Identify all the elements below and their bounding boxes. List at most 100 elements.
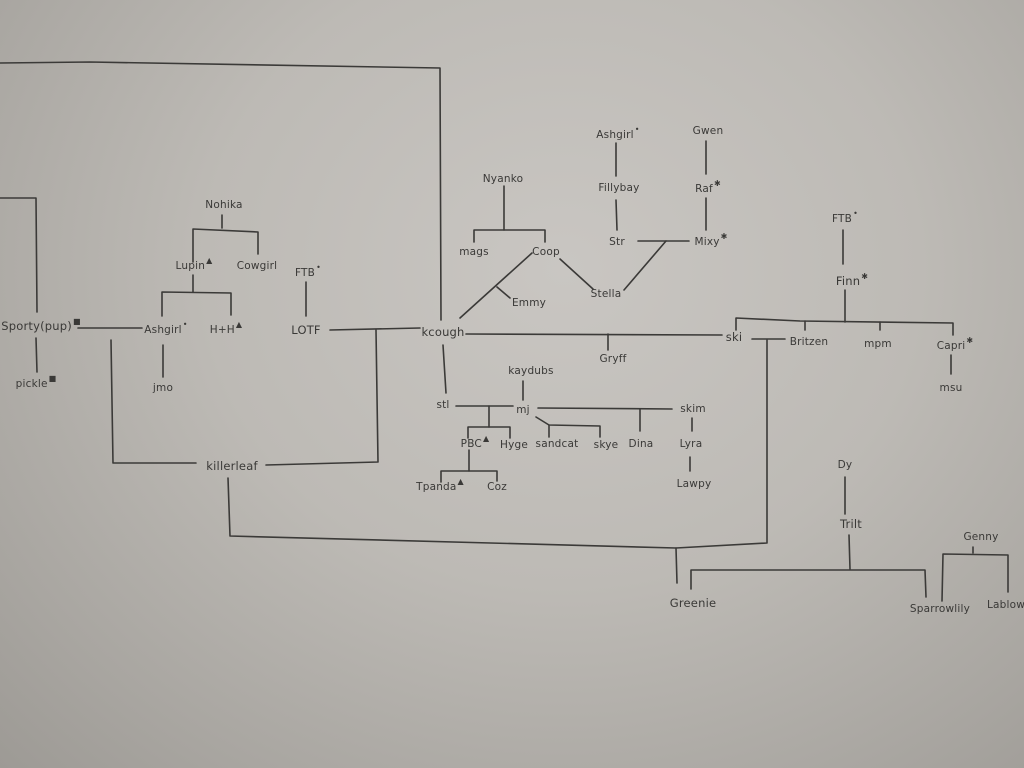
tree-node-sporty: Sporty(pup)■ bbox=[1, 317, 81, 333]
tree-node-cowgirl: Cowgirl bbox=[237, 260, 278, 272]
tree-node-ski: ski bbox=[726, 330, 742, 344]
tree-node-lablow: Lablow bbox=[987, 599, 1024, 611]
tree-node-stl: stl bbox=[436, 399, 449, 411]
node-label: Gryff bbox=[599, 353, 627, 365]
node-label: Nohika bbox=[205, 199, 243, 211]
tree-node-gryff: Gryff bbox=[599, 353, 626, 365]
star-marker-icon: ✱ bbox=[720, 232, 728, 241]
tree-node-fillybay: Fillybay bbox=[598, 182, 639, 194]
tree-node-lotf: LOTF bbox=[291, 323, 321, 337]
node-label: skye bbox=[593, 439, 619, 451]
tree-node-lyra: Lyra bbox=[680, 438, 703, 450]
tree-node-nyanko: Nyanko bbox=[483, 173, 524, 185]
tree-node-lawpy: Lawpy bbox=[677, 478, 712, 490]
node-label: Lyra bbox=[679, 438, 703, 450]
tree-node-trilt: Trilt bbox=[840, 517, 862, 531]
node-label: Capri bbox=[936, 340, 966, 352]
tree-node-gwen: Gwen bbox=[693, 125, 724, 137]
connector-sporty-pickle bbox=[35, 337, 38, 373]
connector-coop-kcough bbox=[459, 252, 533, 319]
tree-node-nohika: Nohika bbox=[205, 199, 242, 211]
node-label: Dina bbox=[628, 438, 654, 450]
node-label: Raf bbox=[695, 183, 713, 195]
node-label: Cowgirl bbox=[236, 260, 278, 272]
node-label: Fillybay bbox=[598, 182, 640, 194]
tree-node-emmy: Emmy bbox=[512, 297, 546, 309]
tree-node-britzen: Britzen bbox=[790, 336, 829, 348]
node-label: stl bbox=[436, 399, 450, 411]
tree-node-lupin: Lupin▲ bbox=[175, 256, 213, 272]
triangle-marker-icon: ▲ bbox=[235, 320, 243, 329]
tree-node-hyge: Hyge bbox=[500, 439, 528, 451]
tree-node-mixy: Mixy✱ bbox=[694, 232, 727, 248]
node-label: Mixy bbox=[694, 236, 720, 248]
star-marker-icon: ✱ bbox=[713, 179, 721, 188]
node-label: Sporty(pup) bbox=[1, 319, 72, 333]
connector-genny-children bbox=[941, 553, 1009, 602]
connector-trilt-stem bbox=[848, 534, 851, 570]
tree-node-dy: Dy bbox=[838, 459, 853, 471]
connector-mj-children bbox=[535, 416, 601, 438]
star-marker-icon: ✱ bbox=[861, 272, 869, 281]
triangle-marker-icon: ▲ bbox=[457, 477, 464, 486]
connector-lotf-kcough bbox=[329, 327, 421, 331]
node-label: Lupin bbox=[175, 260, 206, 272]
node-label: Lablow bbox=[986, 599, 1024, 611]
connector-greenie-stem bbox=[675, 547, 678, 584]
connector-kcough-ski bbox=[465, 333, 723, 336]
tree-node-pbc: PBC▲ bbox=[461, 434, 490, 450]
connector-trilt-children bbox=[690, 569, 927, 598]
connector-lotf-kcough-child bbox=[265, 329, 379, 466]
tree-node-coop: Coop bbox=[532, 246, 560, 258]
connector-finn-children bbox=[735, 317, 954, 336]
dot-marker-icon: • bbox=[853, 209, 858, 218]
node-label: Str bbox=[609, 236, 625, 248]
star-marker-icon: ✱ bbox=[966, 336, 974, 345]
square-marker-icon: ■ bbox=[48, 374, 57, 383]
node-label: Britzen bbox=[789, 336, 829, 348]
tree-node-sparrowlily: Sparrowlily bbox=[910, 603, 970, 615]
tree-node-mj: mj bbox=[516, 404, 530, 416]
node-label: msu bbox=[939, 382, 963, 394]
node-label: Emmy bbox=[511, 297, 547, 309]
node-label: Genny bbox=[963, 531, 999, 543]
node-label: Coz bbox=[487, 481, 507, 493]
node-label: Stella bbox=[590, 288, 622, 300]
connector-str-mixy-child bbox=[623, 240, 667, 291]
tree-node-tpanda: Tpanda▲ bbox=[416, 477, 464, 493]
connector-top-frame bbox=[0, 61, 442, 321]
connector-left-frame bbox=[0, 197, 38, 313]
tree-node-skye: skye bbox=[594, 439, 619, 451]
node-label: FTB bbox=[295, 267, 316, 279]
tree-node-mpm: mpm bbox=[864, 338, 892, 350]
tree-node-pickle: pickle■ bbox=[16, 374, 57, 390]
node-label: mpm bbox=[864, 338, 892, 350]
tree-node-hh: H+H▲ bbox=[210, 320, 243, 336]
node-label: ski bbox=[725, 330, 743, 344]
node-label: LOTF bbox=[291, 323, 321, 337]
tree-node-coz: Coz bbox=[487, 481, 507, 493]
triangle-marker-icon: ▲ bbox=[206, 256, 213, 265]
tree-node-kcough: kcough bbox=[421, 325, 464, 339]
tree-node-capri: Capri✱ bbox=[936, 336, 974, 352]
square-marker-icon: ■ bbox=[72, 317, 81, 326]
connector-stl-mj-children bbox=[467, 426, 511, 439]
connector-lupin-children bbox=[161, 291, 232, 317]
node-label: jmo bbox=[152, 382, 174, 394]
connector-coop-stella bbox=[559, 258, 594, 290]
node-label: Greenie bbox=[669, 596, 717, 610]
tree-node-mags: mags bbox=[459, 246, 489, 258]
node-label: Lawpy bbox=[676, 478, 712, 490]
connector-kcough-stl bbox=[442, 344, 447, 394]
tree-node-sandcat: sandcat bbox=[536, 438, 579, 450]
dot-marker-icon: • bbox=[634, 125, 640, 134]
connector-fillybay-str bbox=[615, 199, 618, 231]
tree-node-kaydubs: kaydubs bbox=[508, 365, 553, 377]
tree-node-ashgirl1: Ashgirl• bbox=[144, 320, 187, 336]
node-label: kcough bbox=[421, 325, 465, 339]
tree-node-ftb2: FTB• bbox=[832, 209, 858, 225]
tree-node-greenie: Greenie bbox=[670, 596, 717, 610]
tree-node-str: Str bbox=[609, 236, 625, 248]
node-label: Ashgirl bbox=[144, 324, 182, 336]
tree-node-ashgirl2: Ashgirl• bbox=[596, 125, 639, 141]
